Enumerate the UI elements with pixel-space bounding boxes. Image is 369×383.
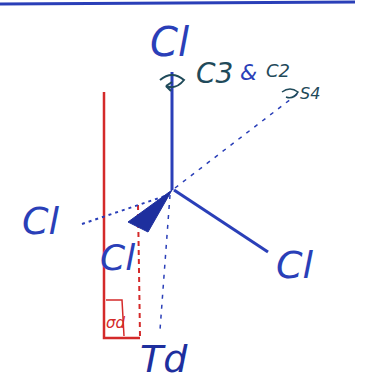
dashed-line [160,195,170,330]
symmetry-axis [175,92,300,188]
axis-label: C2 [266,62,290,80]
rotation-arrow [160,75,184,87]
wedge-bond [128,190,172,232]
axis-label: C3 [196,60,233,88]
underline [0,2,355,4]
point-group-label: Td [140,340,187,378]
conjunction: & [240,62,257,84]
atom-label: Cl [150,22,189,62]
atom-label: Cl [276,246,313,284]
axis-label: S4 [300,86,320,102]
plane-label: σd [106,316,125,331]
atom-label: Cl [100,240,135,276]
bond [174,190,268,252]
arrow-head [166,82,172,91]
atom-label: Cl [22,202,59,240]
rotation-arrow [282,89,298,98]
